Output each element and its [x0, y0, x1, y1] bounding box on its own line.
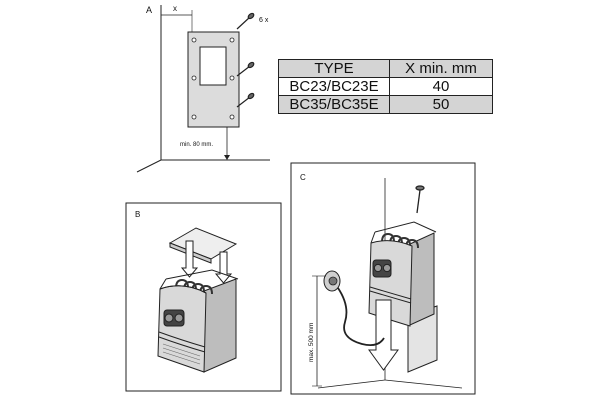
screw-count-label: 6 x — [259, 17, 269, 24]
figure-b-frame — [125, 202, 282, 392]
down-arrow-icon — [368, 299, 399, 371]
figure-b-label: B — [135, 210, 140, 219]
min-clearance-label: min. 80 mm. — [180, 142, 213, 148]
screw-icon — [236, 61, 255, 77]
screw-icon — [236, 12, 255, 30]
header-x-min: X min. mm — [389, 59, 493, 78]
table-row: BC23/BC23E 40 — [278, 77, 493, 96]
figure-b: B — [125, 202, 282, 392]
heater-unit — [157, 269, 239, 373]
screw-icon — [236, 92, 255, 108]
figure-c-label: C — [300, 173, 306, 182]
figure-c: C — [290, 162, 476, 395]
mounting-plate-window — [199, 46, 227, 86]
cell-x-min: 50 — [389, 95, 493, 114]
floor-edge — [136, 159, 162, 173]
mounting-holes — [191, 37, 235, 120]
spec-table-header: TYPE X min. mm — [278, 59, 493, 78]
control-unit — [323, 270, 385, 347]
screw-icon — [415, 185, 425, 214]
floor-edge — [317, 379, 386, 389]
cell-type: BC35/BC35E — [278, 95, 390, 114]
x-dimension-label: x — [173, 4, 177, 13]
spec-table: TYPE X min. mm BC23/BC23E 40 BC35/BC35E … — [278, 59, 493, 114]
figure-c-frame — [290, 162, 476, 395]
control-cable — [337, 287, 385, 347]
figure-a: A x 6 x min. 80 — [136, 4, 270, 173]
cell-x-min: 40 — [389, 77, 493, 96]
cell-type: BC23/BC23E — [278, 77, 390, 96]
max-height-label: max. 500 mm — [308, 323, 315, 362]
header-type: TYPE — [278, 59, 390, 78]
table-row: BC35/BC35E 50 — [278, 95, 493, 114]
figure-a-label: A — [146, 5, 152, 15]
